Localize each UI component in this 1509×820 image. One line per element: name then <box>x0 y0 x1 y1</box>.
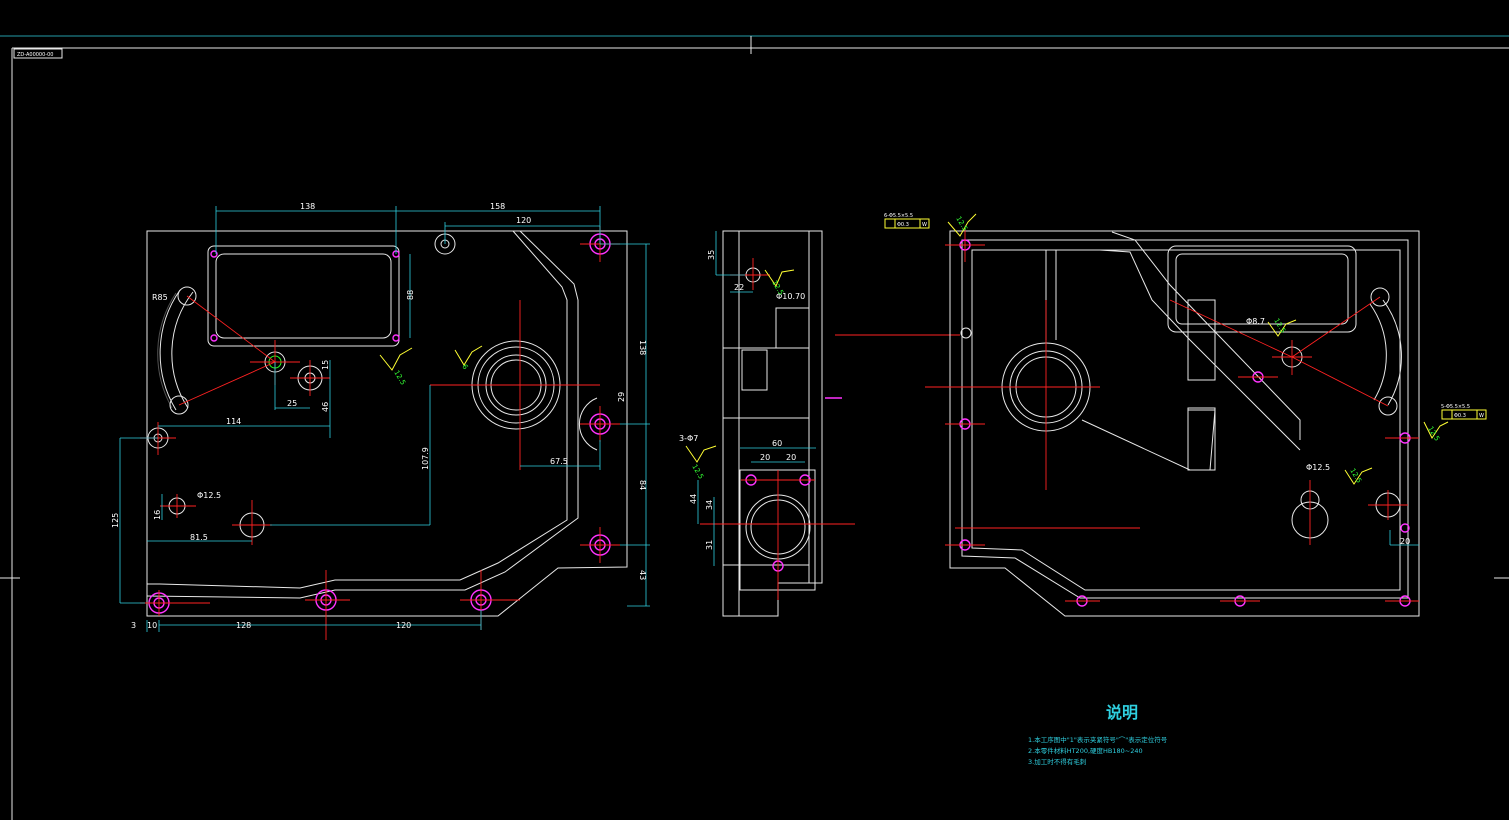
dim-84: 84 <box>638 480 647 490</box>
dim-158: 158 <box>490 202 505 211</box>
dim-46: 46 <box>321 402 330 412</box>
dim-67-5: 67.5 <box>550 457 568 466</box>
dim-29: 29 <box>617 392 626 402</box>
roughness-12-5-front: 12.5 <box>392 369 407 387</box>
rear-dim-phi12-5: Φ12.5 <box>1306 463 1330 472</box>
side-dim-31: 31 <box>705 540 714 550</box>
title-block-tag: ZD-A00000-00 <box>17 52 53 58</box>
rear-tol-label-2: 5-Φ5.5×5.5 <box>1441 404 1470 410</box>
rear-tol-value-1: Φ0.3 <box>897 222 909 228</box>
side-dim-44: 44 <box>689 494 698 504</box>
dim-138-right: 138 <box>638 340 647 355</box>
dim-r85: R85 <box>152 293 168 302</box>
dim-phi12-5: Φ12.5 <box>197 491 221 500</box>
rear-tol-value-2: Φ0.3 <box>1454 413 1466 419</box>
side-dim-34: 34 <box>705 500 714 510</box>
rear-roughness-a: 12.5 <box>954 215 969 233</box>
side-dim-35: 35 <box>707 250 716 260</box>
rear-tol-label-1: 6-Φ5.5×5.5 <box>884 213 913 219</box>
drawing-frame: ZD-A00000-00 <box>0 35 1509 820</box>
dim-138-top: 138 <box>300 202 315 211</box>
dim-81-5: 81.5 <box>190 533 208 542</box>
note-item-1: 1.本工序图中"1"表示夹紧符号"⌒"表示定位符号 <box>1028 735 1168 744</box>
side-dim-20b: 20 <box>786 453 796 462</box>
dim-107-9: 107.9 <box>421 447 430 470</box>
notes-title: 说明 <box>1106 703 1138 722</box>
dim-25: 25 <box>287 399 297 408</box>
side-dim-phi10: Φ10.70 <box>776 292 805 301</box>
side-dim-60: 60 <box>772 439 782 448</box>
dim-120-top: 120 <box>516 216 531 225</box>
dim-3: 3 <box>131 621 136 630</box>
dim-43: 43 <box>638 570 647 580</box>
side-dim-20a: 20 <box>760 453 770 462</box>
dim-114: 114 <box>226 417 241 426</box>
rear-roughness-d: 12.5 <box>1348 467 1363 485</box>
dim-15: 15 <box>321 360 330 370</box>
dim-125: 125 <box>111 513 120 528</box>
note-item-3: 3.加工时不得有毛刺 <box>1028 757 1086 766</box>
note-item-2: 2.本零件材料HT200,硬度HB180~240 <box>1028 746 1143 755</box>
dim-120-bot: 120 <box>396 621 411 630</box>
roughness-6-front: 6 <box>460 363 469 371</box>
rear-tol-datum-1: W <box>922 222 927 228</box>
side-dim-holes: 3-Φ7 <box>679 434 698 443</box>
rear-view: 20 Φ12.5 Φ8.7 6-Φ5.5×5.5 Φ0.3 W 5-Φ5.5×5… <box>884 213 1487 617</box>
side-roughness-a: 12.5 <box>690 463 705 481</box>
rear-dim-phi8-7: Φ8.7 <box>1246 317 1265 326</box>
dim-16: 16 <box>153 510 162 520</box>
dim-10: 10 <box>147 621 157 630</box>
front-view: 138 158 120 88 138 29 84 43 114 25 46 15… <box>111 202 650 640</box>
side-view: 35 22 60 20 20 44 34 31 Φ10.70 3-Φ7 12.5… <box>679 230 960 617</box>
technical-notes: 说明 1.本工序图中"1"表示夹紧符号"⌒"表示定位符号 2.本零件材料HT20… <box>1028 703 1168 766</box>
dim-88: 88 <box>406 290 415 300</box>
rear-tol-datum-2: W <box>1479 413 1484 419</box>
rear-dim-20: 20 <box>1400 537 1410 546</box>
dim-128: 128 <box>236 621 251 630</box>
side-dim-22: 22 <box>734 283 744 292</box>
